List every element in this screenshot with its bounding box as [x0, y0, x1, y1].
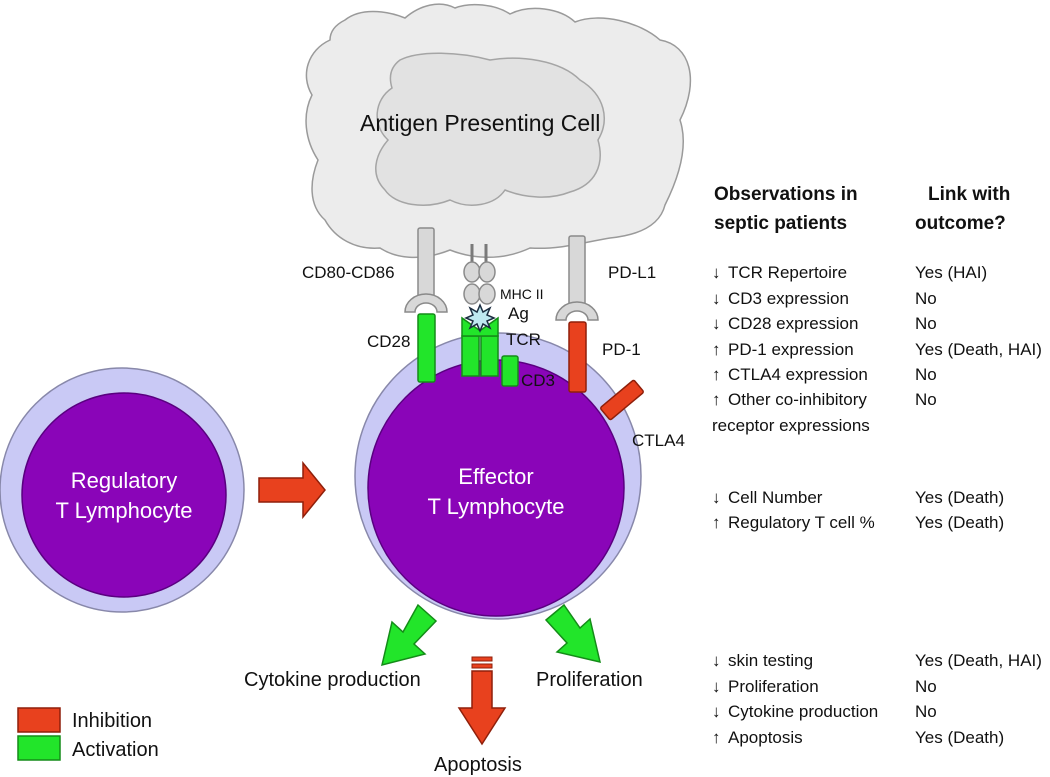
observation-text: CD3 expression: [728, 289, 849, 308]
observation-text: Regulatory T cell %: [728, 513, 875, 532]
table-header-observations-line2: septic patients: [714, 213, 848, 234]
legend-label-inhibition: Inhibition: [72, 710, 153, 732]
table-header-observations-line1: Observations in: [714, 184, 858, 205]
outcome-link: No: [915, 677, 937, 696]
cd28-receptor: [417, 313, 436, 383]
legend-swatch-activation: [17, 735, 61, 761]
trend-arrow-icon: ↑: [712, 728, 721, 747]
outcome-link: Yes (Death, HAI): [915, 651, 1042, 670]
outcome-link: No: [915, 289, 937, 308]
cd80-cd86-stem: [417, 227, 435, 299]
mhc-domain: [463, 261, 481, 283]
cd3-label: CD3: [521, 371, 556, 390]
apoptosis-label: Apoptosis: [434, 754, 522, 776]
table-row: ↓ skin testing Yes (Death, HAI): [712, 651, 1042, 671]
pd-1-receptor: [568, 321, 587, 393]
outcome-link: No: [915, 314, 937, 333]
trend-arrow-icon: ↑: [712, 513, 721, 532]
table-row: ↑ Apoptosis Yes (Death): [712, 728, 1004, 748]
mhc-domain: [478, 261, 496, 283]
pd-1-label: PD-1: [602, 340, 641, 359]
table-row: ↑ CTLA4 expression No: [712, 365, 937, 385]
legend-swatch-inhibition: [17, 707, 61, 733]
observation-text: CD28 expression: [728, 314, 859, 333]
outcome-link: Yes (HAI): [915, 263, 988, 282]
cytokine-production-label: Cytokine production: [244, 669, 421, 691]
table-row: ↓ CD28 expression No: [712, 314, 937, 334]
observation-text: Other co-inhibitory: [728, 390, 867, 409]
trend-arrow-icon: ↓: [712, 488, 721, 507]
cd3-receptor: [501, 355, 519, 387]
pd-l1-cup: [555, 301, 599, 321]
outcome-link: Yes (Death): [915, 728, 1005, 747]
observation-text: Cell Number: [728, 488, 823, 507]
table-row: ↓ CD3 expression No: [712, 289, 937, 309]
antigen-star-icon: [464, 303, 496, 333]
mhc-domain: [478, 283, 496, 305]
table-header-link-line1: Link with: [928, 184, 1011, 205]
outcome-link: Yes (Death): [915, 513, 1005, 532]
cd28-label: CD28: [367, 332, 411, 351]
cytokine-arrow-icon: [380, 603, 438, 667]
trend-arrow-icon: ↑: [712, 365, 721, 384]
observation-text: Cytokine production: [728, 702, 879, 721]
observation-text: PD-1 expression: [728, 340, 854, 359]
observation-text: TCR Repertoire: [728, 263, 848, 282]
regulatory-cell-label-line1: Regulatory: [70, 468, 178, 493]
effector-cell-label-line1: Effector: [458, 464, 534, 489]
tcr-chain: [461, 335, 480, 377]
trend-arrow-icon: ↓: [712, 289, 721, 308]
ag-label: Ag: [508, 304, 529, 323]
regulatory-cell-nucleus: [21, 392, 227, 598]
apoptosis-arrow-icon: [457, 670, 507, 746]
apc-nucleus-shape: [375, 52, 605, 206]
outcome-link: Yes (Death): [915, 488, 1005, 507]
observation-text: Proliferation: [728, 677, 819, 696]
observation-text: CTLA4 expression: [728, 365, 868, 384]
outcome-link: Yes (Death, HAI): [915, 340, 1042, 359]
trend-arrow-icon: ↓: [712, 702, 721, 721]
cd80-cd86-label: CD80-CD86: [302, 263, 395, 282]
tcr-chain: [480, 335, 499, 377]
legend-label-activation: Activation: [72, 739, 159, 761]
outcome-link: No: [915, 390, 937, 409]
table-row: ↑ Other co-inhibitory No: [712, 390, 937, 410]
table-row: ↓ TCR Repertoire Yes (HAI): [712, 263, 987, 283]
outcome-link: No: [915, 702, 937, 721]
trend-arrow-icon: ↑: [712, 340, 721, 359]
observation-text: skin testing: [728, 651, 814, 670]
trend-arrow-icon: ↓: [712, 677, 721, 696]
table-row: ↓ Cell Number Yes (Death): [712, 488, 1004, 508]
ctla4-label: CTLA4: [632, 431, 685, 450]
pd-l1-label: PD-L1: [608, 263, 657, 282]
table-header-link-line2: outcome?: [915, 213, 1006, 234]
cd80-cd86-cup: [404, 293, 448, 313]
table-row: ↓ Proliferation No: [712, 677, 937, 697]
apc-label: Antigen Presenting Cell: [360, 110, 601, 136]
outcome-link: No: [915, 365, 937, 384]
tcr-label: TCR: [506, 330, 541, 349]
pd-l1-stem: [568, 235, 586, 307]
trend-arrow-icon: ↓: [712, 314, 721, 333]
apoptosis-arrow-stripe: [471, 663, 493, 669]
suppression-arrow-icon: [258, 460, 326, 520]
apoptosis-arrow-stripe: [471, 656, 493, 662]
mhc-domain: [463, 283, 481, 305]
trend-arrow-icon: ↓: [712, 263, 721, 282]
proliferation-arrow-icon: [544, 603, 602, 664]
proliferation-label: Proliferation: [536, 669, 643, 691]
observation-text: Apoptosis: [728, 728, 803, 747]
mhc-ii-label: MHC II: [500, 286, 544, 302]
table-row-continuation: receptor expressions: [712, 416, 870, 435]
ctla4-receptor: [600, 379, 644, 421]
table-row: ↑ Regulatory T cell % Yes (Death): [712, 513, 1004, 533]
table-row: ↓ Cytokine production No: [712, 702, 937, 722]
regulatory-cell-label-line2: T Lymphocyte: [55, 498, 193, 523]
trend-arrow-icon: ↓: [712, 651, 721, 670]
effector-cell-label-line2: T Lymphocyte: [427, 494, 565, 519]
table-row: ↑ PD-1 expression Yes (Death, HAI): [712, 340, 1042, 360]
trend-arrow-icon: ↑: [712, 390, 721, 409]
